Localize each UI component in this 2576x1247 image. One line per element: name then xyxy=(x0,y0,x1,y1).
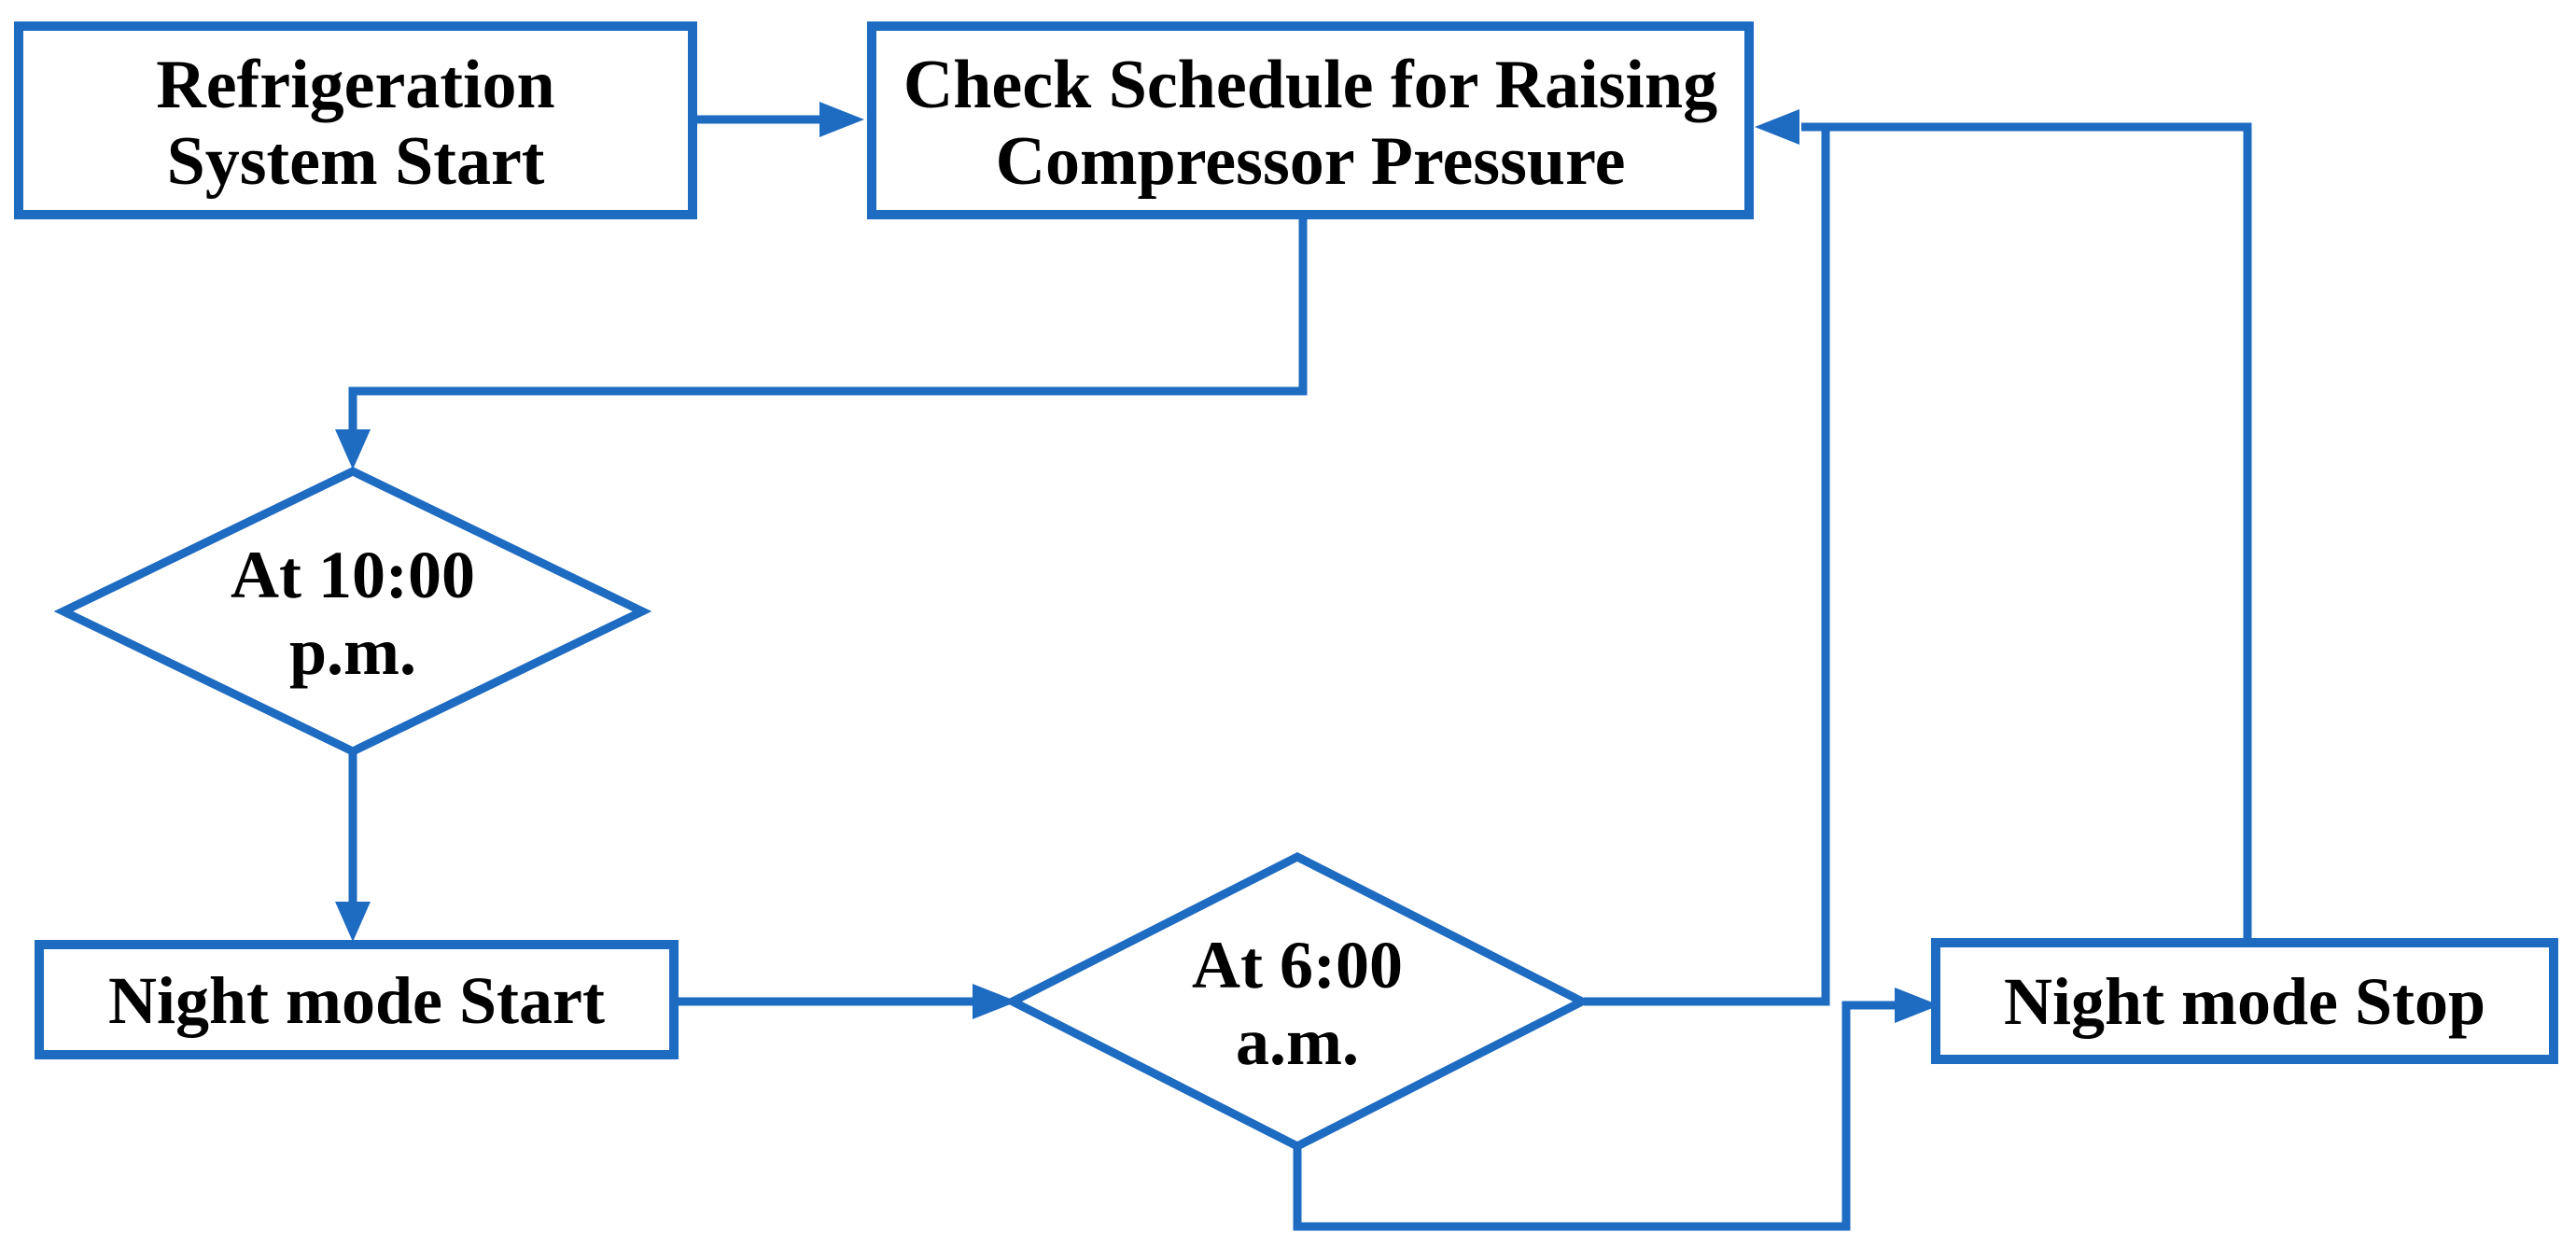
edge-check-schedule-to-at-10-pm xyxy=(348,217,1308,431)
night-mode-start-box xyxy=(35,940,679,1059)
node-decision-at-6-am: At 6:00 a.m. xyxy=(1003,851,1591,1152)
arrowhead-into-night-mode-stop-left xyxy=(1895,988,1939,1023)
edge-at-6-am-to-feedback-junction xyxy=(1584,127,1830,1006)
refrigeration-start-label-line2: System Start xyxy=(167,123,545,200)
arrowhead-into-check-schedule-left xyxy=(819,102,864,137)
refrigeration-start-box xyxy=(14,21,697,219)
at-6-am-label-line2: a.m. xyxy=(1236,1004,1359,1079)
check-schedule-label-line1: Check Schedule for Raising xyxy=(903,47,1717,123)
at-6-am-diamond xyxy=(1003,851,1591,1152)
edge-night-mode-stop-feedback-line xyxy=(1801,122,2252,941)
check-schedule-box xyxy=(867,21,1754,219)
at-10-pm-diamond xyxy=(53,467,652,756)
at-10-pm-label-line1: At 10:00 xyxy=(231,538,475,612)
at-10-pm-label-line2: p.m. xyxy=(289,614,416,689)
node-night-mode-start: Night mode Start xyxy=(35,940,679,1059)
edge-at-6-am-to-night-mode-stop xyxy=(1293,1001,1900,1231)
night-mode-stop-box xyxy=(1931,938,2558,1064)
node-refrigeration-system-start: Refrigeration System Start xyxy=(14,21,697,219)
arrowhead-into-at-10-pm-top xyxy=(335,429,371,469)
refrigeration-start-label-line1: Refrigeration xyxy=(156,47,554,123)
arrowhead-into-check-schedule-right xyxy=(1755,109,1799,145)
night-mode-start-label: Night mode Start xyxy=(108,963,605,1038)
node-decision-at-10-pm: At 10:00 p.m. xyxy=(53,467,652,756)
arrowhead-into-night-mode-start-top xyxy=(335,902,371,942)
node-check-schedule: Check Schedule for Raising Compressor Pr… xyxy=(867,21,1754,219)
node-night-mode-stop: Night mode Stop xyxy=(1931,938,2558,1064)
arrowhead-into-at-6-am-left xyxy=(973,984,1017,1019)
check-schedule-label-line2: Compressor Pressure xyxy=(996,123,1626,200)
at-6-am-label-line1: At 6:00 xyxy=(1192,928,1403,1002)
night-mode-stop-label: Night mode Stop xyxy=(2004,964,2485,1039)
